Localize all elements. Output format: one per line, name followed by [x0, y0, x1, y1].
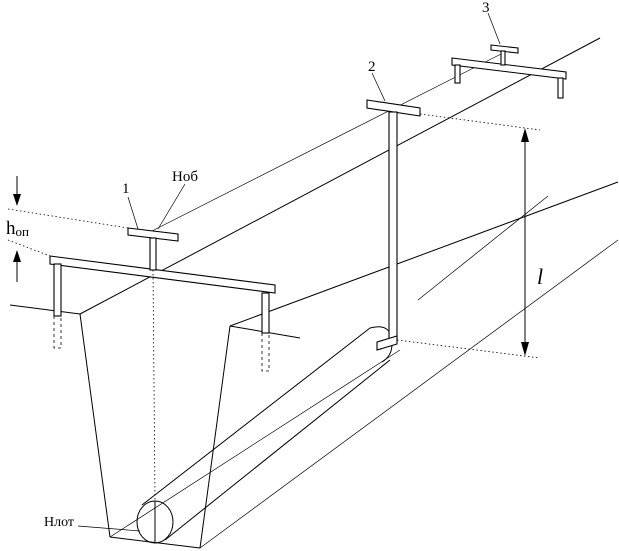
trench-left-wall — [79, 313, 111, 538]
rail-3-post-left — [454, 64, 461, 84]
leader-h-ob — [157, 183, 186, 230]
label-h-op-sub: оп — [16, 224, 30, 239]
leader-3 — [487, 12, 501, 45]
sight-rail-1 — [49, 227, 276, 501]
sight-rail-2-traveller — [366, 99, 421, 351]
trench-left-top-edge — [79, 37, 601, 315]
trench-bottom-left-edge — [109, 349, 401, 538]
label-rail-2: 2 — [368, 59, 376, 75]
traveller-rod — [388, 111, 398, 341]
rail-1-post-left — [53, 263, 62, 317]
ground-line-left — [9, 304, 81, 315]
leader-h-lot — [77, 525, 141, 532]
pipe-bottom-line — [164, 359, 391, 541]
label-h-op-main: h — [6, 218, 16, 239]
rail-1-plumb-line — [152, 269, 156, 501]
trench-bottom-right-edge — [199, 239, 619, 549]
rail-3-post-right — [557, 77, 564, 99]
trench — [9, 37, 619, 549]
label-h-ob: Ноб — [172, 169, 198, 185]
label-rail-3: 3 — [482, 0, 490, 16]
rail-1-t-sight-bar — [127, 227, 179, 242]
dim-l-arrow-up — [521, 128, 529, 142]
dim-hop-bottom-ext — [7, 239, 51, 257]
dim-hop-top-ext — [7, 208, 129, 229]
label-h-lot: Нлот — [44, 515, 74, 530]
label-h-op: hоп — [6, 218, 29, 239]
traveller-foot — [376, 335, 398, 351]
rail-1-post-left-buried — [53, 316, 62, 349]
rail-1-post-right-buried — [261, 333, 270, 372]
sight-line — [149, 51, 506, 233]
leader-2 — [371, 72, 386, 102]
dim-l-top-ext — [419, 113, 541, 131]
trench-right-wall — [199, 325, 231, 549]
rail-3-t-sight-stem — [500, 50, 506, 66]
trench-right-top-edge — [229, 181, 619, 327]
rail-1-crossbar — [49, 255, 276, 294]
sight-rail-3 — [451, 44, 567, 99]
dim-hop-arrow-up — [13, 250, 21, 262]
pipe-top-line — [141, 327, 371, 506]
traveller-top-bar — [366, 99, 421, 117]
label-length: l — [537, 264, 543, 289]
pipe-cylinder — [136, 326, 393, 544]
rail-3-t-sight-bar — [490, 44, 519, 54]
rail-1-t-sight-stem — [149, 237, 157, 271]
label-rail-1: 1 — [122, 181, 130, 197]
dimension-length — [396, 113, 541, 359]
leader-1 — [127, 196, 139, 230]
wall-hint-line — [417, 195, 549, 301]
dim-hop-arrow-down — [13, 194, 21, 206]
rail-1-post-right — [261, 292, 270, 334]
dim-l-bottom-ext — [396, 339, 541, 359]
dimension-h-op — [7, 176, 129, 282]
rail-3-crossbar — [451, 57, 567, 80]
dim-l-arrow-down — [521, 342, 529, 356]
